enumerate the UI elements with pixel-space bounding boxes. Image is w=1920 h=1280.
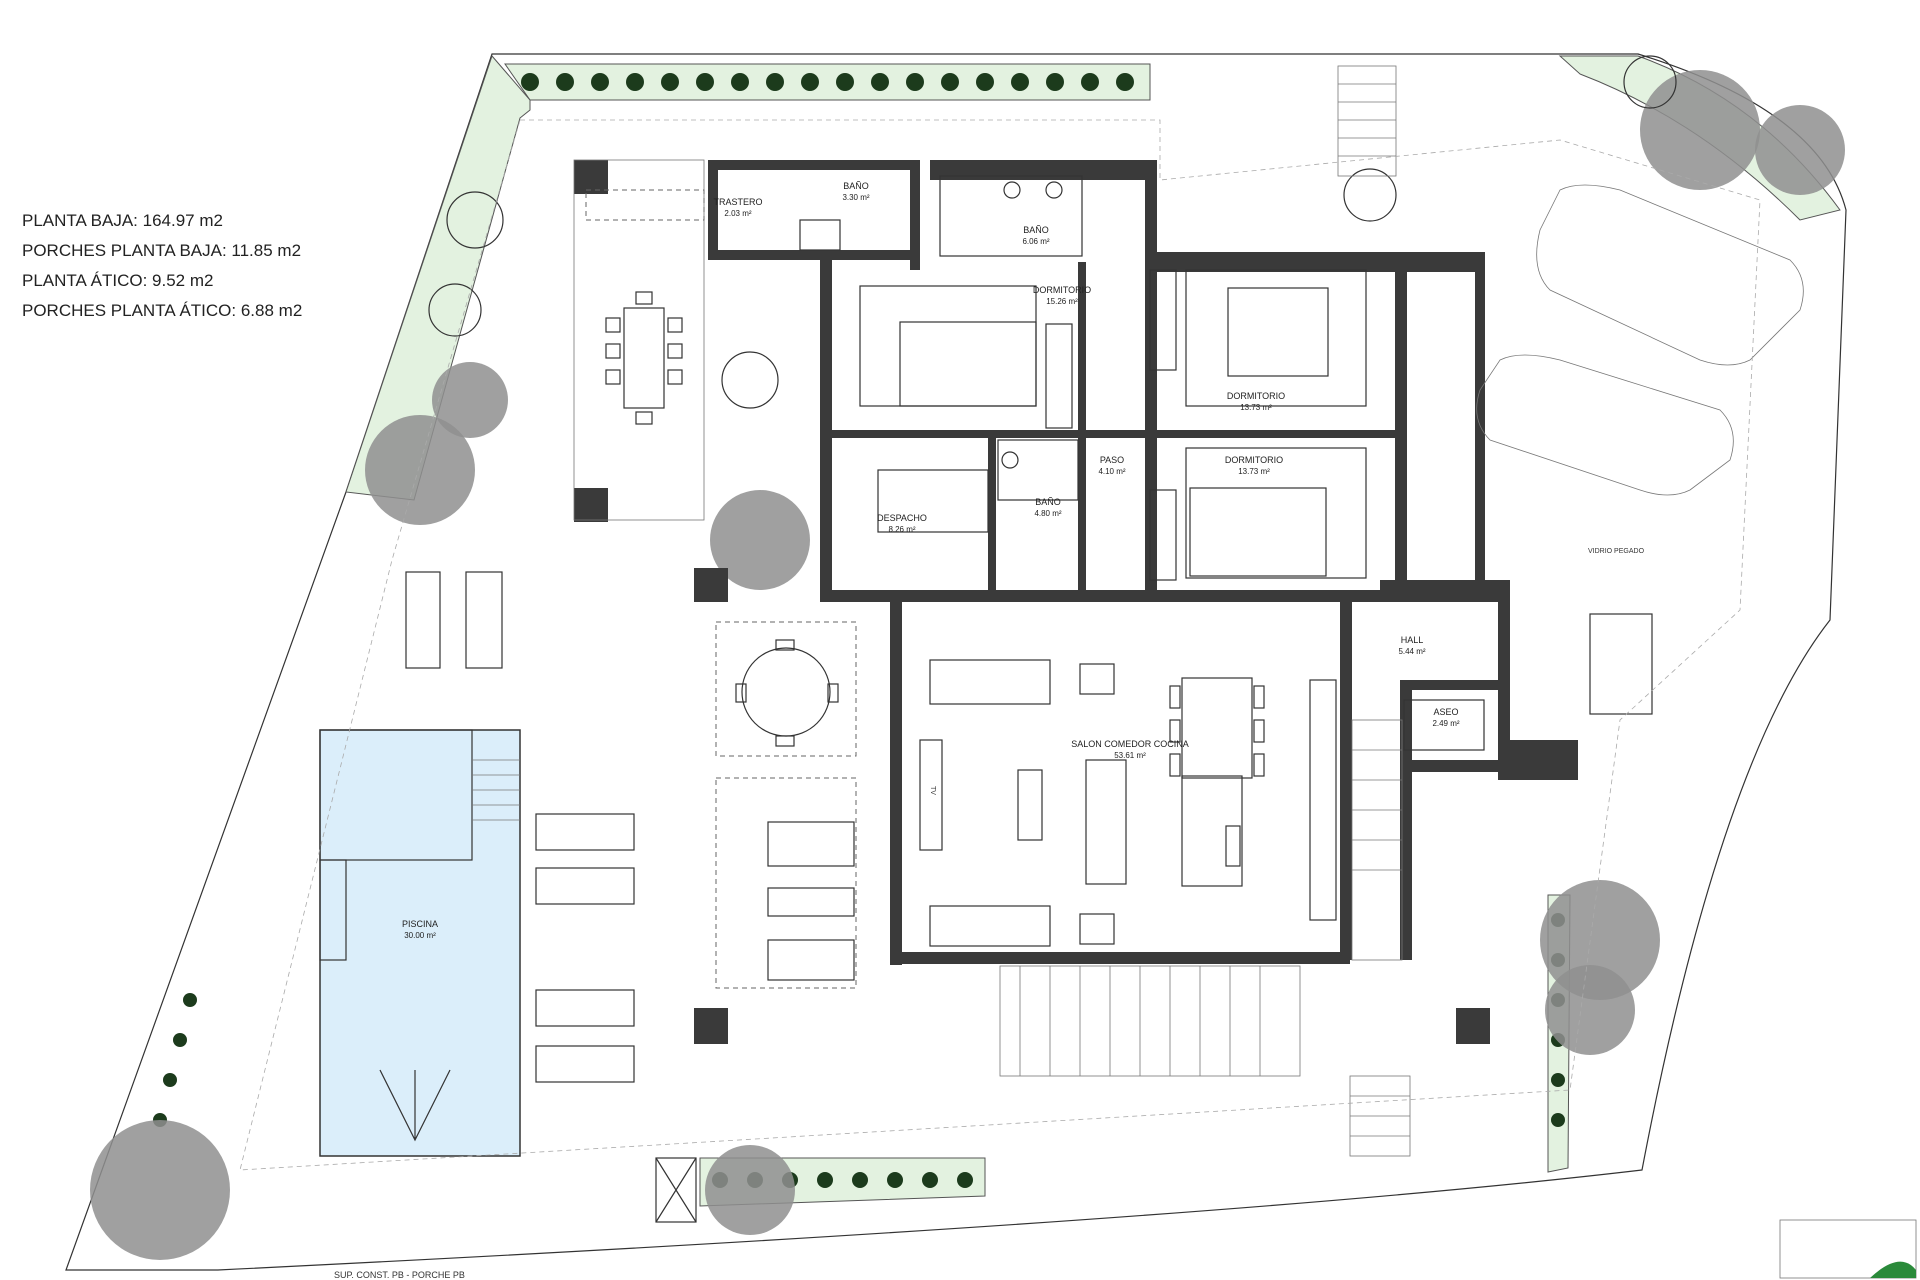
area-planta-atico: PLANTA ÁTICO: 9.52 m2: [22, 271, 214, 290]
room-label-piscina: PISCINA 30.00 m²: [402, 919, 438, 941]
area-porches-planta-baja: PORCHES PLANTA BAJA: 11.85 m2: [22, 241, 302, 260]
entrance-block: [1589, 613, 1653, 715]
room-label-dormitorio-1: DORMITORIO 15.26 m²: [1033, 285, 1091, 307]
outdoor-dining-table: [605, 291, 683, 425]
room-label-bano-1: BAÑO 3.30 m²: [842, 181, 869, 203]
setback-line: [239, 119, 1761, 1171]
room-name: ASEO: [1433, 707, 1459, 717]
bottom-caption: SUP. CONST. PB - PORCHE PB: [334, 1270, 465, 1280]
area-porches-planta-atico: PORCHES PLANTA ÁTICO: 6.88 m2: [22, 301, 303, 320]
area-summary: PLANTA BAJA: 164.97 m2 PORCHES PLANTA BA…: [22, 206, 302, 326]
room-area: 13.73 m²: [1240, 403, 1272, 412]
room-label-aseo: ASEO 2.49 m²: [1432, 707, 1459, 729]
house-walls: [708, 160, 1578, 965]
room-label-dormitorio-3: DORMITORIO 13.73 m²: [1225, 455, 1283, 477]
hedge-top: [504, 63, 1151, 101]
room-area: 2.03 m²: [724, 209, 752, 218]
room-label-bano-3: BAÑO 4.80 m²: [1034, 497, 1061, 519]
room-area: 6.06 m²: [1022, 237, 1050, 246]
living-room-furniture: [919, 659, 1337, 947]
stairs: [999, 65, 1411, 1157]
room-area: 30.00 m²: [404, 931, 436, 940]
room-area: 5.44 m²: [1398, 647, 1426, 656]
room-name: BAÑO: [843, 181, 869, 191]
annotation-tv: TV: [929, 786, 936, 795]
wardrobes: [1045, 269, 1177, 581]
room-label-bano-2: BAÑO 6.06 m²: [1022, 225, 1049, 247]
room-area: 2.49 m²: [1432, 719, 1460, 728]
round-table: [735, 639, 839, 747]
room-area: 3.30 m²: [842, 193, 870, 202]
palm-trees: [90, 70, 1845, 1260]
room-name: DORMITORIO: [1226, 391, 1286, 401]
area-planta-baja: PLANTA BAJA: 164.97 m2: [22, 211, 223, 230]
cars: [1476, 184, 1804, 496]
room-name: SALON COMEDOR COCINA: [1071, 739, 1189, 749]
room-area: 8.26 m²: [888, 525, 916, 534]
gate-symbol: [655, 1157, 697, 1223]
room-name: BAÑO: [1023, 225, 1049, 235]
terrace-upper: [585, 189, 705, 221]
bath-fixtures: [799, 175, 1485, 751]
room-name: PASO: [1099, 455, 1125, 465]
outdoor-sofa: [767, 821, 855, 981]
room-label-paso: PASO 4.10 m²: [1098, 455, 1125, 477]
trees: [428, 55, 1677, 409]
sun-loungers-top: [405, 571, 503, 669]
room-area: 15.26 m²: [1046, 297, 1078, 306]
room-name: PISCINA: [401, 919, 439, 929]
porch-sofa: [715, 777, 857, 989]
hedge-left: [345, 55, 531, 501]
room-area: 4.80 m²: [1034, 509, 1062, 518]
pergola-left: [573, 159, 705, 521]
sun-loungers-pool: [535, 813, 635, 1083]
room-name: HALL: [1400, 635, 1424, 645]
annotation-vidrio: VIDRIO PEGADO: [1588, 548, 1645, 555]
beds: [859, 269, 1367, 579]
desk: [877, 469, 989, 533]
pillars: [574, 160, 1490, 1044]
legend-box: [1779, 1219, 1917, 1279]
porch-round-table: [715, 621, 857, 757]
room-area: 13.73 m²: [1238, 467, 1270, 476]
room-area: 4.10 m²: [1098, 467, 1126, 476]
room-name: BAÑO: [1035, 497, 1061, 507]
room-label-dormitorio-2: DORMITORIO 13.73 m²: [1227, 391, 1285, 413]
pool: [319, 729, 521, 1157]
room-name: DORMITORIO: [1224, 455, 1284, 465]
room-name: DORMITORIO: [1032, 285, 1092, 295]
room-area: 53.61 m²: [1114, 751, 1146, 760]
room-name: TRASTERO: [713, 197, 763, 207]
room-label-hall: HALL 5.44 m²: [1398, 635, 1425, 657]
room-name: DESPACHO: [877, 513, 927, 523]
room-label-trastero: TRASTERO 2.03 m²: [713, 197, 762, 219]
room-label-despacho: DESPACHO 8.26 m²: [877, 513, 927, 535]
room-label-salon: SALON COMEDOR COCINA 53.61 m²: [1071, 739, 1189, 761]
